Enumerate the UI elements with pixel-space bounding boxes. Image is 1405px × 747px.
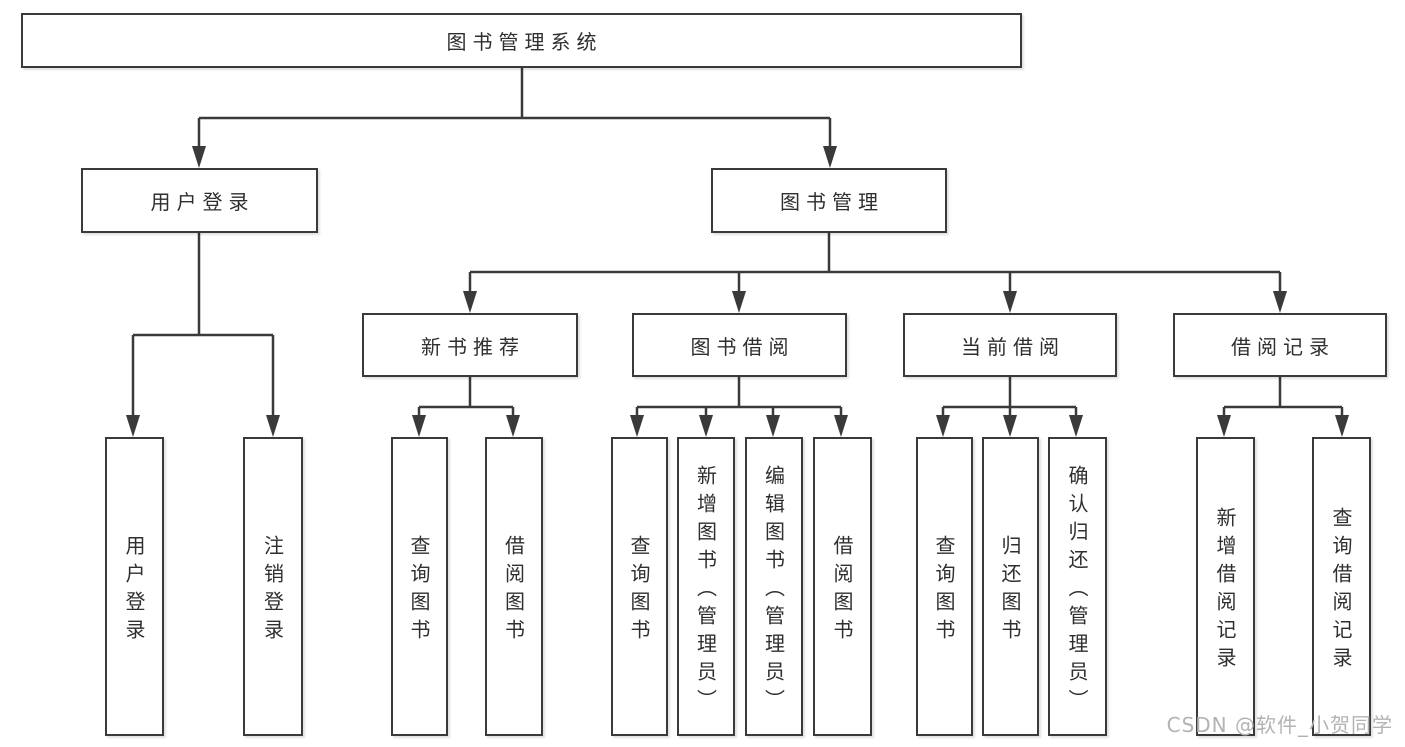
node-label: 借阅图书 — [830, 534, 854, 647]
leaf-confirm-return-admin: 确认归还（管理员） — [1048, 437, 1107, 736]
leaf-return-book: 归还图书 — [982, 437, 1039, 736]
node-label: 新增图书（管理员） — [693, 464, 718, 717]
node-book-borrowing: 图书借阅 — [632, 313, 847, 377]
node-label: 查询图书 — [407, 534, 431, 647]
leaf-edit-book-admin: 编辑图书（管理员） — [745, 437, 803, 736]
leaf-query-borrow-record: 查询借阅记录 — [1312, 437, 1371, 736]
node-label: 确认归还（管理员） — [1065, 464, 1089, 717]
node-current-borrowing: 当前借阅 — [903, 313, 1117, 377]
leaf-borrow-books-borrowing: 借阅图书 — [813, 437, 872, 736]
leaf-query-books-current: 查询图书 — [916, 437, 973, 736]
watermark: CSDN @软件_小贺同学 — [1166, 713, 1393, 737]
node-label: 借阅图书 — [501, 534, 526, 647]
node-label: 查询图书 — [932, 534, 956, 647]
node-label: 查询图书 — [627, 534, 651, 647]
leaf-query-books-borrowing: 查询图书 — [611, 437, 668, 736]
leaf-user-login: 用户登录 — [105, 437, 164, 736]
node-label: 当前借阅 — [961, 334, 1065, 359]
node-label: 编辑图书（管理员） — [761, 464, 786, 717]
node-label: 新增借阅记录 — [1213, 506, 1237, 675]
leaf-query-books-recommend: 查询图书 — [391, 437, 448, 736]
leaf-add-borrow-record: 新增借阅记录 — [1196, 437, 1255, 736]
node-book-management: 图书管理 — [711, 168, 947, 233]
node-label: 新书推荐 — [421, 334, 525, 359]
node-label: 用户登录 — [150, 190, 255, 214]
node-label: 用户登录 — [122, 534, 146, 647]
node-label: 查询借阅记录 — [1329, 506, 1353, 675]
node-label: 图书借阅 — [690, 334, 795, 359]
node-borrowing-records: 借阅记录 — [1173, 313, 1387, 377]
node-label: 归还图书 — [998, 534, 1022, 647]
node-user-login: 用户登录 — [81, 168, 318, 233]
leaf-logout: 注销登录 — [243, 437, 303, 736]
node-label: 图书管理 — [780, 190, 884, 214]
node-label: 注销登录 — [260, 534, 285, 647]
node-label: 借阅记录 — [1231, 334, 1335, 359]
leaf-add-book-admin: 新增图书（管理员） — [677, 437, 735, 736]
leaf-borrow-books-recommend: 借阅图书 — [485, 437, 543, 736]
node-library-system: 图书管理系统 — [21, 13, 1022, 68]
node-label: 图书管理系统 — [446, 30, 603, 54]
node-new-book-recommendation: 新书推荐 — [362, 313, 578, 377]
